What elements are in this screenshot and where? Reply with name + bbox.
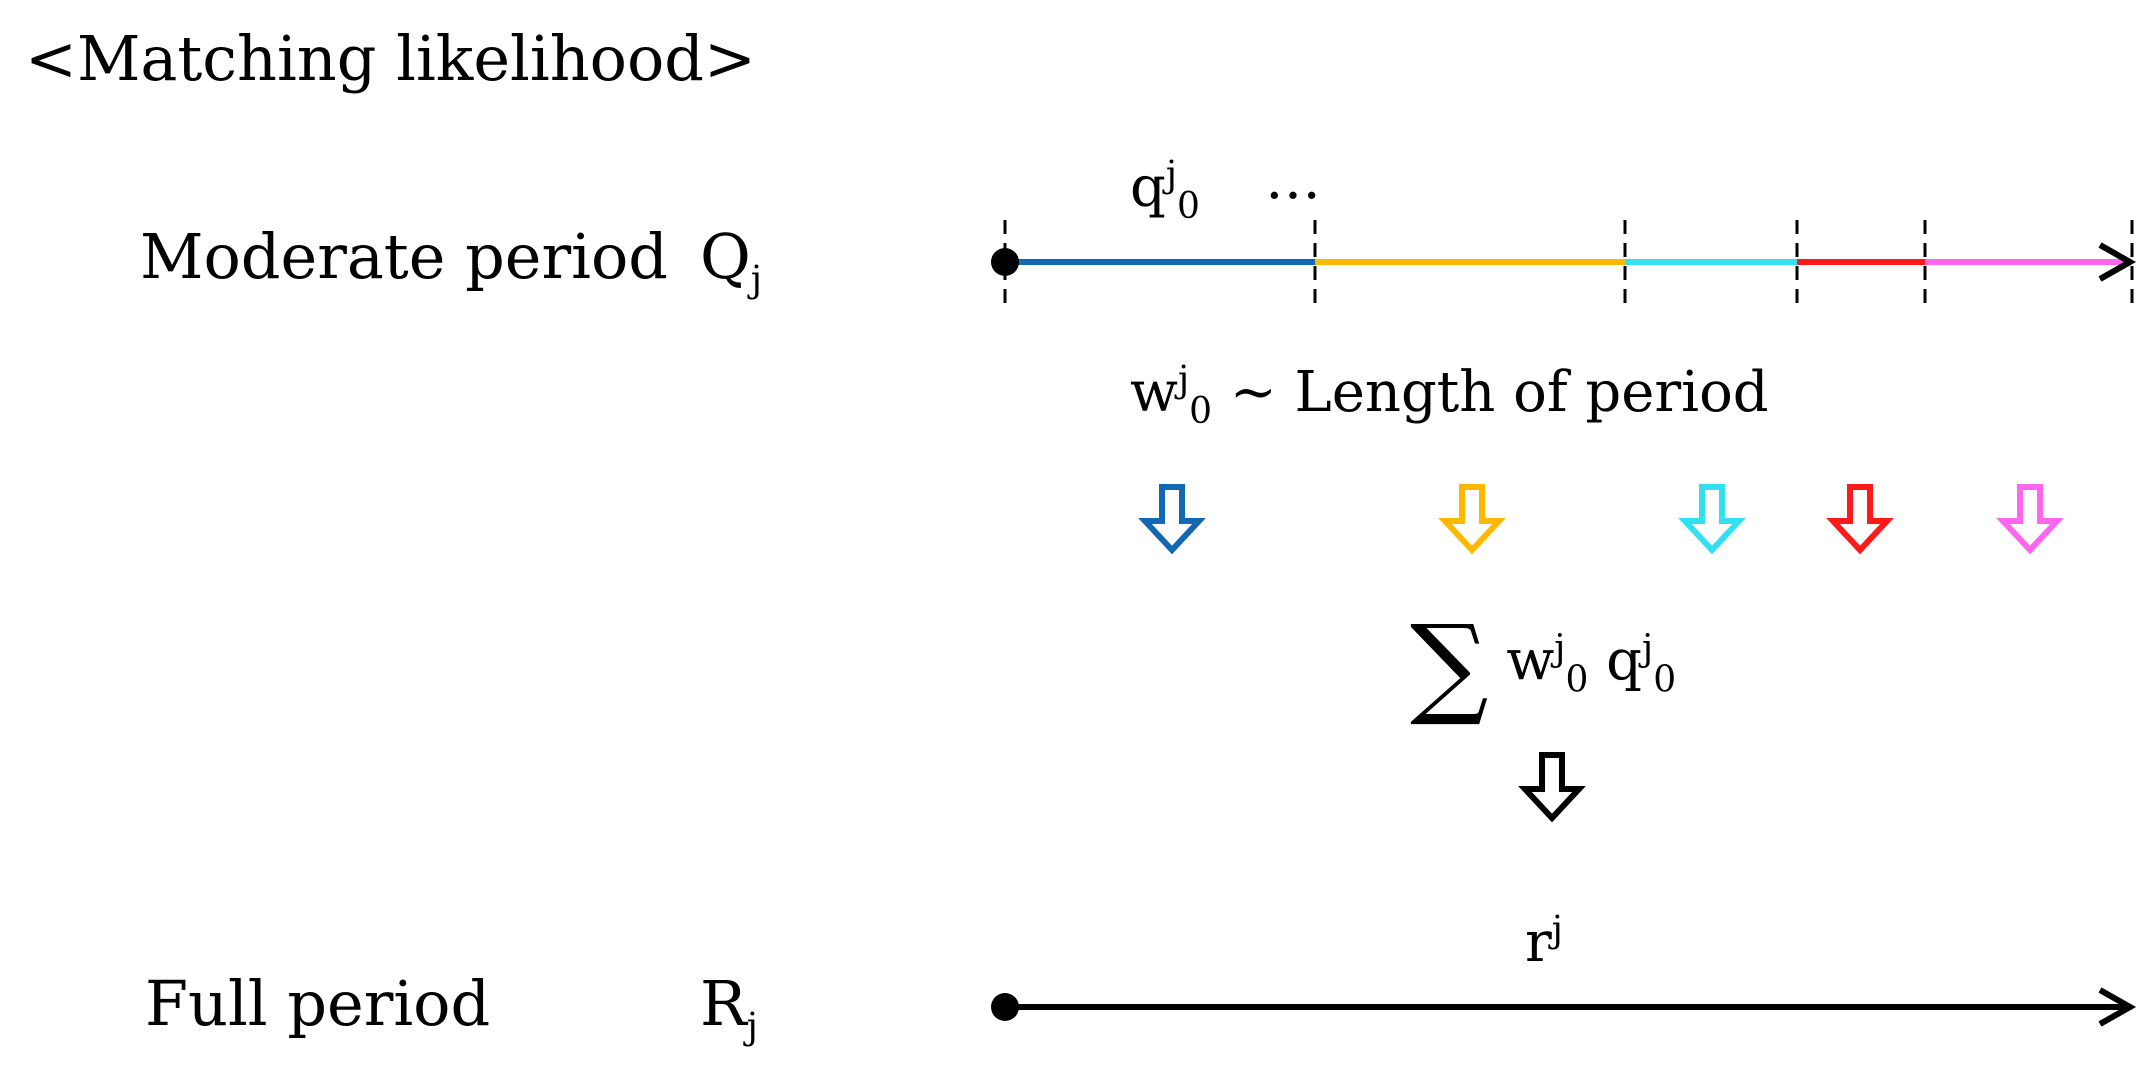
weighted-sum-formula: ∑ wj0 qj0 [1410,610,1676,720]
w-sup: j [1177,359,1190,401]
sum-w-base: w [1506,628,1555,694]
down-arrow-black [1518,752,1586,823]
sum-w-sup: j [1554,627,1566,669]
w-base: w [1130,360,1178,425]
w-description: ~ Length of period [1229,360,1769,425]
down-arrow-orange [1438,484,1506,555]
moderate-period-symbol: Qj [700,226,762,298]
ellipsis: … [1265,147,1321,212]
sum-q-sub: 0 [1653,659,1677,701]
sum-q-sup: j [1642,627,1654,669]
q-sub: 0 [1177,186,1200,228]
sum-w-sub: 0 [1565,659,1589,701]
moderate-timeline [991,220,2137,310]
moderate-symbol-base: Q [700,220,751,293]
moderate-symbol-sub: j [750,259,763,301]
down-arrows [1138,484,2064,823]
down-arrow-cyan [1678,484,1746,555]
down-arrow-red [1826,484,1894,555]
full-period-symbol: Rj [700,973,758,1045]
full-timeline [991,987,2137,1027]
r-base: r [1525,910,1552,975]
r-sup: j [1551,909,1563,951]
full-start-dot [991,993,1019,1021]
weight-label: wj0 ~ Length of period [1130,362,1769,430]
q-base: q [1130,155,1166,220]
q-sup: j [1165,154,1178,196]
full-symbol-sub: j [746,1006,758,1048]
w-sub: 0 [1189,391,1213,433]
diagram-title: <Matching likelihood> [25,22,756,95]
moderate-period-label: Moderate period [140,220,668,293]
moderate-start-dot [991,248,1019,276]
segment-likelihood-label: qj0 [1130,157,1200,225]
sigma-symbol: ∑ [1410,601,1489,729]
full-symbol-base: R [700,967,747,1040]
full-likelihood-label: rj [1525,912,1563,971]
sum-q-base: q [1606,628,1643,694]
full-arrow-head [2098,987,2137,1027]
down-arrow-pink [1996,484,2064,555]
down-arrow-blue [1138,484,1206,555]
full-period-label: Full period [145,967,491,1040]
moderate-arrow-head [2098,242,2137,282]
